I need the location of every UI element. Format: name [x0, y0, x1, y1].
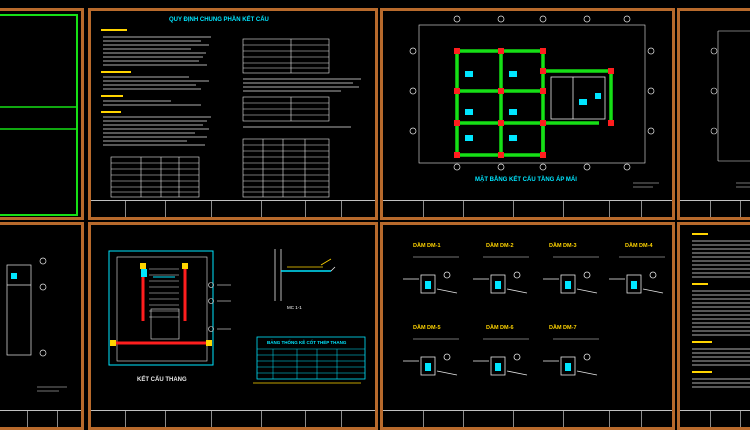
beam-label-7: DẦM DM-7 [549, 325, 577, 331]
beam-label-1: DẦM DM-1 [413, 243, 441, 249]
sheet-bottom-right-drawing [692, 233, 750, 388]
titleblock [383, 410, 672, 427]
titleblock [91, 410, 375, 427]
beam-label-5: DẦM DM-5 [413, 325, 441, 331]
stair-title: KẾT CẤU THANG [137, 377, 187, 383]
sheet-top-right[interactable] [677, 8, 750, 220]
sheet-general-notes[interactable]: QUY ĐỊNH CHUNG PHẦN KẾT CẤU [88, 8, 378, 220]
titleblock [0, 410, 81, 427]
general-notes-title: QUY ĐỊNH CHUNG PHẦN KẾT CẤU [169, 17, 269, 23]
stair-drawing [108, 249, 366, 384]
titleblock [383, 200, 672, 217]
sheet-top-right-drawing [710, 30, 750, 188]
floor-plan-title: MẶT BẰNG KẾT CẤU TẦNG ÁP MÁI [475, 177, 577, 183]
titleblock [680, 410, 750, 427]
beam-label-3: DẦM DM-3 [549, 243, 577, 249]
section-label: MC 1-1 [287, 305, 302, 310]
sheet-stair[interactable]: KẾT CẤU THANG BẢNG THỐNG KÊ CỐT THÉP THA… [88, 222, 378, 430]
floor-plan-drawing [409, 15, 659, 188]
general-notes-drawing [101, 29, 361, 198]
sheet-floor-plan[interactable]: MẶT BẰNG KẾT CẤU TẦNG ÁP MÁI [380, 8, 675, 220]
sheet-top-left-drawing [0, 14, 78, 216]
beam-label-4: DẦM DM-4 [625, 243, 653, 249]
beam-details-drawing [403, 256, 665, 376]
sheet-bottom-left[interactable] [0, 222, 84, 430]
titleblock [680, 200, 750, 217]
sheet-bottom-left-drawing [6, 257, 67, 392]
sheet-top-left[interactable] [0, 8, 84, 220]
rebar-table-title: BẢNG THỐNG KÊ CỐT THÉP THANG [267, 340, 347, 345]
titleblock [91, 200, 375, 217]
beam-label-6: DẦM DM-6 [486, 325, 514, 331]
beam-label-2: DẦM DM-2 [486, 243, 514, 249]
sheet-bottom-right[interactable] [677, 222, 750, 430]
sheet-beam-details[interactable]: DẦM DM-1 DẦM DM-2 DẦM DM-3 DẦM DM-4 DẦM … [380, 222, 675, 430]
